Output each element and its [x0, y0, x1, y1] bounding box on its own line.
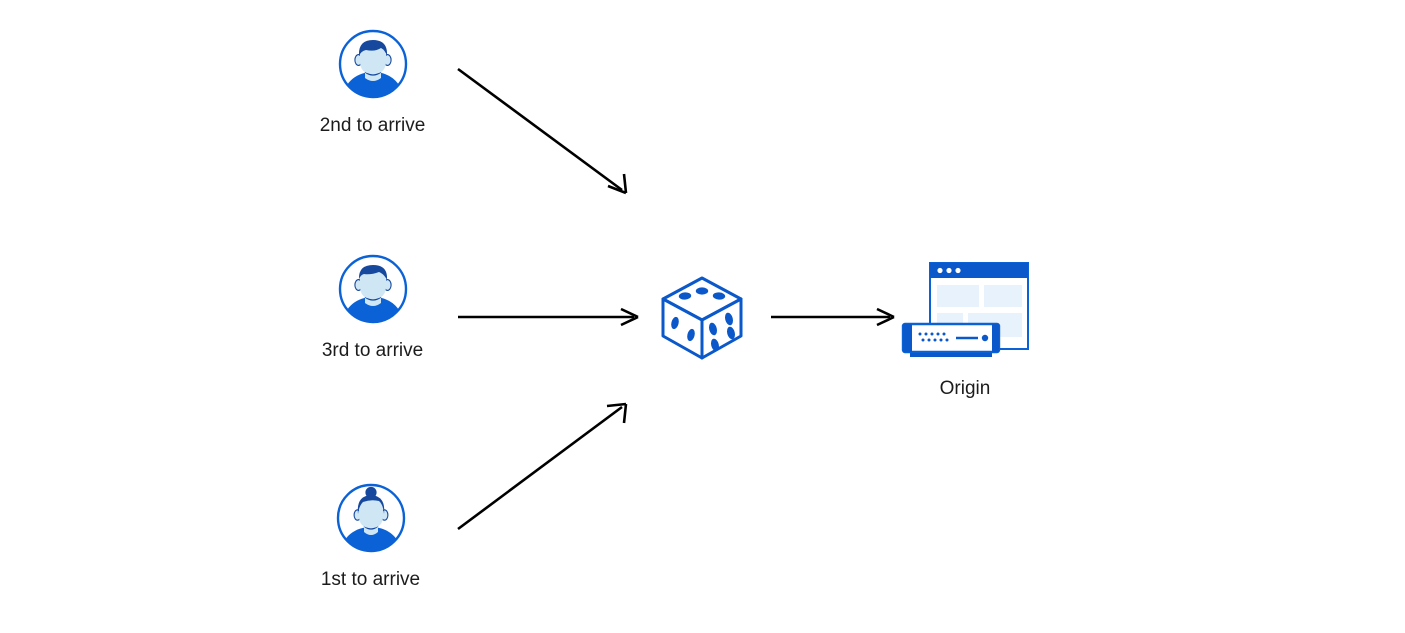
- user-avatar-icon: [337, 28, 409, 100]
- server-device: [901, 322, 1001, 357]
- origin-label: Origin: [939, 378, 991, 399]
- arrow-1st-to-dice: [457, 402, 628, 531]
- randomizer-node: [657, 272, 747, 364]
- client-node-2nd: 2nd to arrive: [300, 28, 445, 138]
- client-node-1st: 1st to arrive: [298, 482, 443, 592]
- origin-server-icon: [900, 258, 1030, 363]
- origin-node: Origin: [900, 258, 1030, 401]
- user-avatar-icon: [335, 482, 407, 554]
- user-avatar-icon: [337, 253, 409, 325]
- client-label-3rd: 3rd to arrive: [321, 340, 424, 361]
- client-node-3rd: 3rd to arrive: [300, 253, 445, 363]
- client-label-2nd: 2nd to arrive: [319, 115, 426, 136]
- client-label-1st: 1st to arrive: [320, 569, 421, 590]
- dice-icon: [657, 272, 747, 364]
- arrow-2nd-to-dice: [457, 67, 628, 195]
- arrow-dice-to-origin: [771, 307, 895, 327]
- arrow-3rd-to-dice: [458, 307, 639, 327]
